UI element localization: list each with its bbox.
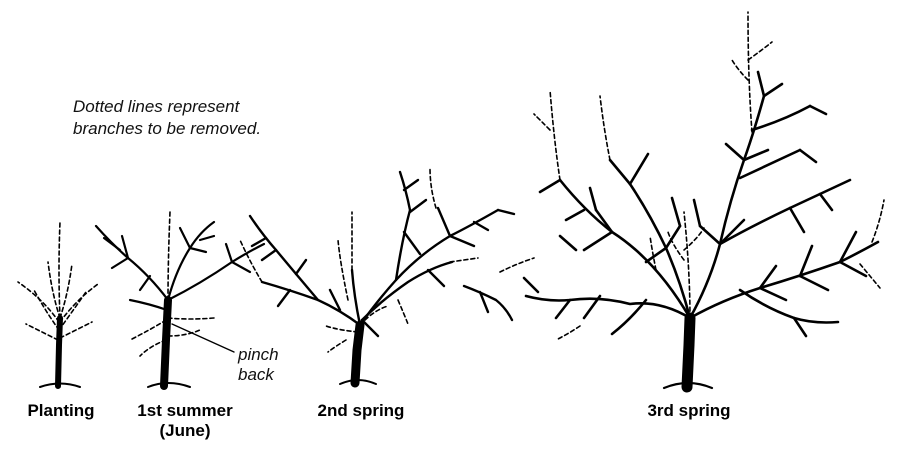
spring3-removed-branches: [533, 11, 885, 341]
spring3-scaffold-branches: [522, 70, 880, 338]
pinch-back-label: pinch back: [238, 345, 279, 385]
spring3-trunk: [681, 312, 696, 393]
pinch-back-pointer: [171, 323, 235, 353]
pinch-back-label-line-2: back: [238, 365, 274, 384]
spring2-trunk: [350, 320, 365, 388]
caption-2nd-spring-text: 2nd spring: [317, 401, 405, 420]
summer-removed-branches: [129, 211, 215, 357]
caption-3rd-spring: 3rd spring: [624, 401, 754, 421]
caption-1st-summer-line-1: 1st summer: [137, 401, 233, 420]
legend-note-line-2: branches to be removed.: [73, 119, 262, 138]
spring2-scaffold-branches: [248, 170, 516, 338]
caption-1st-summer-line-2: (June): [159, 421, 211, 440]
planting-removed-branches: [17, 221, 99, 341]
caption-1st-summer: 1st summer (June): [120, 401, 250, 441]
summer-tree: [94, 211, 266, 390]
spring2-removed-branches: [239, 167, 535, 353]
planting-tree: [17, 221, 99, 389]
summer-ground: [147, 382, 191, 388]
caption-2nd-spring: 2nd spring: [296, 401, 426, 421]
legend-note-line-1: Dotted lines represent: [73, 97, 240, 116]
pinch-back-label-line-1: pinch: [238, 345, 279, 364]
caption-planting: Planting: [6, 401, 116, 421]
caption-planting-text: Planting: [27, 401, 95, 420]
spring2-tree: [239, 167, 535, 388]
spring3-tree: [522, 11, 885, 393]
legend-note: Dotted lines represent branches to be re…: [73, 96, 261, 140]
summer-scaffold-branches: [94, 220, 266, 312]
planting-trunk: [55, 315, 63, 389]
summer-trunk: [160, 296, 172, 390]
caption-3rd-spring-text: 3rd spring: [647, 401, 731, 420]
